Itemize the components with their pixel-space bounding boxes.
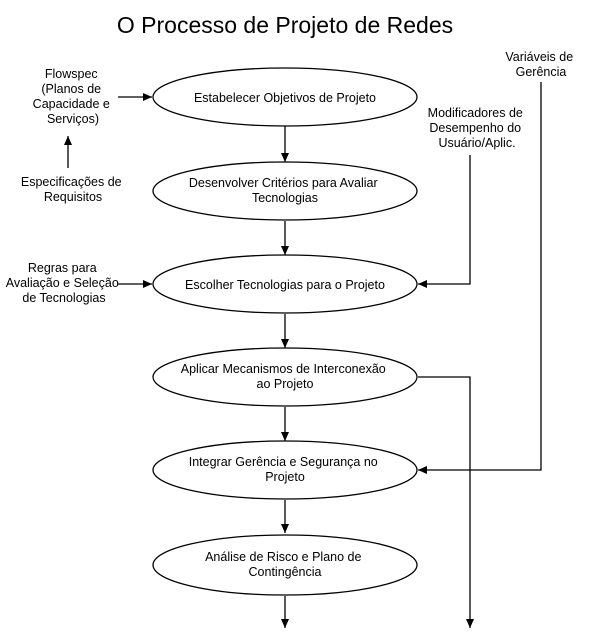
edge-modificadores-n3 (418, 155, 471, 288)
node-estabelecer-objetivos: Estabelecer Objetivos de Projeto (152, 67, 418, 127)
label-modificadores-desempenho: Modificadores de Desempenho do Usuário/A… (428, 106, 527, 150)
svg-text:Integrar Gerência e Segurança: Integrar Gerência e Segurança no Projeto (189, 455, 382, 484)
svg-text:Escolher Tecnologias para o Pr: Escolher Tecnologias para o Projeto (185, 278, 385, 292)
svg-text:Análise de Risco e Plano de: Análise de Risco e Plano de Contingência (205, 550, 365, 579)
edge-n4-out (418, 376, 474, 628)
svg-text:Aplicar Mecanismos de Intercon: Aplicar Mecanismos de Interconexão ao Pr… (181, 362, 389, 391)
label-flowspec: Flowspec (Planos de Capacidade e Serviço… (33, 67, 114, 126)
node-desenvolver-criterios: Desenvolver Critérios para Avaliar Tecno… (152, 161, 418, 221)
node-integrar-gerencia: Integrar Gerência e Segurança no Projeto (152, 440, 418, 500)
node-analise-risco: Análise de Risco e Plano de Contingência (152, 534, 418, 596)
diagram-title: O Processo de Projeto de Redes (117, 12, 453, 38)
node-escolher-tecnologias: Escolher Tecnologias para o Projeto (152, 254, 418, 314)
node-aplicar-mecanismos: Aplicar Mecanismos de Interconexão ao Pr… (152, 347, 418, 407)
label-variaveis-gerencia: Variáveis de Gerência (505, 50, 576, 79)
edge-variaveis-n5 (418, 82, 542, 474)
label-regras-avaliacao: Regras para Avaliação e Seleção de Tecno… (6, 261, 123, 305)
svg-text:Desenvolver Critérios para Ava: Desenvolver Critérios para Avaliar Tecno… (189, 176, 381, 205)
svg-text:Estabelecer Objetivos de Proje: Estabelecer Objetivos de Projeto (194, 91, 376, 105)
label-especificacoes-requisitos: Especificações de Requisitos (21, 175, 125, 204)
